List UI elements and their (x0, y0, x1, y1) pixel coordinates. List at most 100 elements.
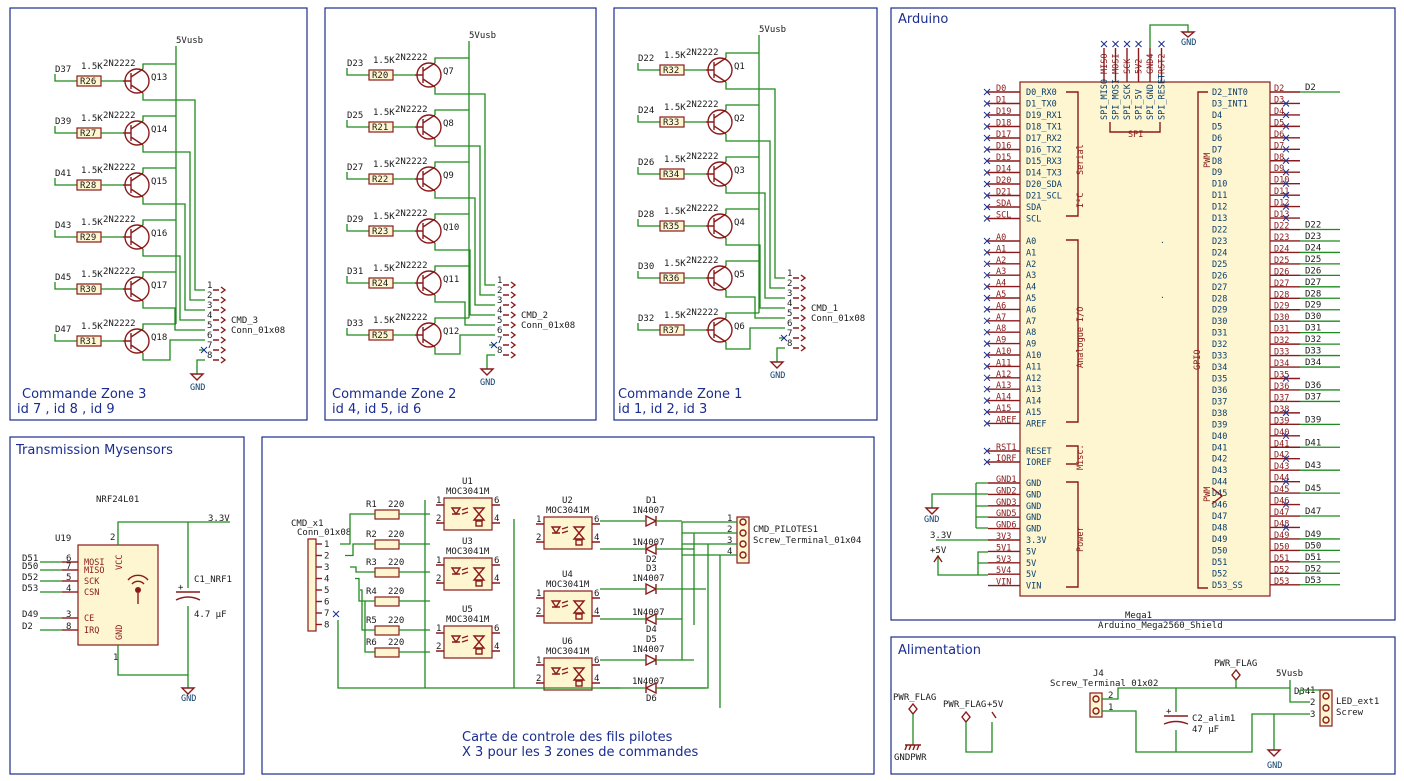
opto-pin-1: 1 (436, 624, 441, 634)
cmd-pin-num: 2 (324, 552, 329, 562)
opto-leads (536, 523, 600, 543)
arduino-right-pin-num: D45 (1274, 485, 1289, 495)
resistor-ref: R37 (663, 326, 679, 336)
arduino-left-pin-name: A1 (1026, 248, 1036, 258)
gnd-label: GND (770, 371, 785, 381)
term-screw (739, 551, 747, 559)
arduino-left-pin-num: A2 (996, 256, 1006, 266)
connector-pin (213, 356, 227, 364)
vcc-label: 5Vusb (469, 31, 496, 41)
arduino-5v-wires (937, 551, 988, 576)
resistor-ref: R22 (372, 175, 388, 185)
transistor-value: 2N2222 (395, 313, 428, 323)
arduino-net-label: D28 (1305, 289, 1321, 299)
signal-label: D29 (347, 215, 363, 225)
opto-pin-1: 1 (536, 589, 541, 599)
transistor-leads (706, 109, 727, 135)
resistor-value: 1.5K (81, 270, 103, 280)
signal-wire (637, 323, 663, 331)
transistor-leads (706, 57, 727, 83)
signal-wire (54, 230, 80, 238)
pwr-flag2-net: +5V (987, 700, 1004, 710)
cmd-pin-num: 1 (324, 540, 329, 550)
no-connect-mark (1123, 40, 1131, 48)
cmd-body (307, 538, 317, 632)
arduino-right-pin-name: D6 (1212, 134, 1222, 144)
arduino-left-pin-num: D1 (996, 96, 1006, 106)
opto-pin-6: 6 (594, 589, 599, 599)
resistor-value: 1.5K (81, 218, 103, 228)
no-connect-mark (983, 111, 991, 119)
arduino-top-pin-num: MOSI (1112, 54, 1122, 74)
no-connect-mark (1282, 409, 1290, 417)
group-analog-label: Analogue I/O (1076, 307, 1086, 368)
triac-icon (572, 526, 586, 540)
frame-arduino (890, 7, 1396, 621)
nrf-net-label: D53 (22, 584, 38, 594)
arduino-right-pin-num: D47 (1274, 508, 1289, 518)
arduino-left-pin-num: A15 (996, 404, 1011, 414)
arduino-left-pin-num: A1 (996, 244, 1006, 254)
arduino-right-pin-num: D48 (1274, 519, 1289, 529)
arduino-right-pin-num: D52 (1274, 565, 1289, 575)
transistor-value: 2N2222 (103, 319, 136, 329)
arduino-right-pin-name: D53_SS (1212, 581, 1243, 591)
opto-pin-6: 6 (594, 515, 599, 525)
arduino-net-label: D52 (1305, 564, 1321, 574)
signal-label: D28 (638, 210, 654, 220)
resistor-value: 1.5K (373, 56, 395, 66)
arduino-net-label: D34 (1305, 358, 1321, 368)
connector-pin (503, 331, 517, 339)
no-connect-mark (983, 283, 991, 290)
nrf-vcc-pin: VCC (115, 555, 125, 570)
arduino-right-pin-num: D13 (1274, 210, 1289, 220)
transistor-leads (415, 166, 436, 192)
arduino-net-label: D31 (1305, 324, 1321, 334)
arduino-right-pin-num: D31 (1274, 325, 1289, 335)
arduino-net-label: D23 (1305, 232, 1321, 242)
arduino-right-pin-name: D43 (1212, 466, 1227, 476)
diode-symbol (645, 582, 658, 596)
j4-value: Screw_Terminal_01x02 (1050, 679, 1158, 689)
nrf-pin-name: CE (84, 614, 94, 624)
arduino-right-pin-name: D23 (1212, 237, 1227, 247)
opto-pin-4: 4 (594, 607, 599, 617)
arduino-net-label: D53 (1305, 576, 1321, 586)
transistor-leads (415, 270, 436, 296)
arduino-gnd-wires (931, 482, 988, 529)
nrf-cap-ref: C1_NRF1 (194, 575, 232, 585)
transistor-value: 2N2222 (395, 209, 428, 219)
nrf-net-label: D52 (22, 573, 38, 583)
nrf-pin-num: 6 (66, 554, 71, 564)
nrf-gnd-label: GND (181, 694, 196, 704)
arduino-net-label: D22 (1305, 221, 1321, 231)
transistor-ref: Q11 (443, 275, 459, 285)
arduino-net-label: D50 (1305, 541, 1321, 551)
no-connect-mark (490, 341, 498, 349)
cmd-pin-num: 6 (324, 598, 329, 608)
collector-emitter-wire (142, 167, 205, 311)
arduino-net-label: D41 (1305, 438, 1321, 448)
signal-wire (637, 115, 663, 123)
arduino-top-pin-num: MISO (1100, 54, 1110, 74)
arduino-left-pin-num: A11 (996, 358, 1011, 368)
arduino-left-pin-name: D0_RX0 (1026, 88, 1057, 98)
connector-pin (213, 326, 227, 334)
arduino-right-pin-name: D51 (1212, 558, 1227, 568)
cmd-ref: CMD_x1 (291, 519, 324, 529)
collector-emitter-wire (434, 109, 495, 296)
resistor-value: 1.5K (81, 322, 103, 332)
arduino-left-pin-num: GND1 (996, 475, 1016, 485)
no-connect-mark (1282, 203, 1290, 210)
arduino-left-pin-name: A11 (1026, 362, 1041, 372)
arduino-right-pin-name: D30 (1212, 317, 1227, 327)
arduino-left-pin-num: 5V1 (996, 543, 1011, 553)
transistor-ref: Q2 (734, 114, 745, 124)
arduino-left-pin-name: A15 (1026, 408, 1041, 418)
connector-pin-num: 8 (207, 351, 212, 361)
collector-emitter-wire (434, 213, 495, 316)
signal-wire (637, 167, 663, 175)
led-ref: LED_ext1 (1336, 697, 1379, 707)
nrf-pin-num: 8 (66, 622, 71, 632)
transistor-ref: Q5 (734, 270, 745, 280)
